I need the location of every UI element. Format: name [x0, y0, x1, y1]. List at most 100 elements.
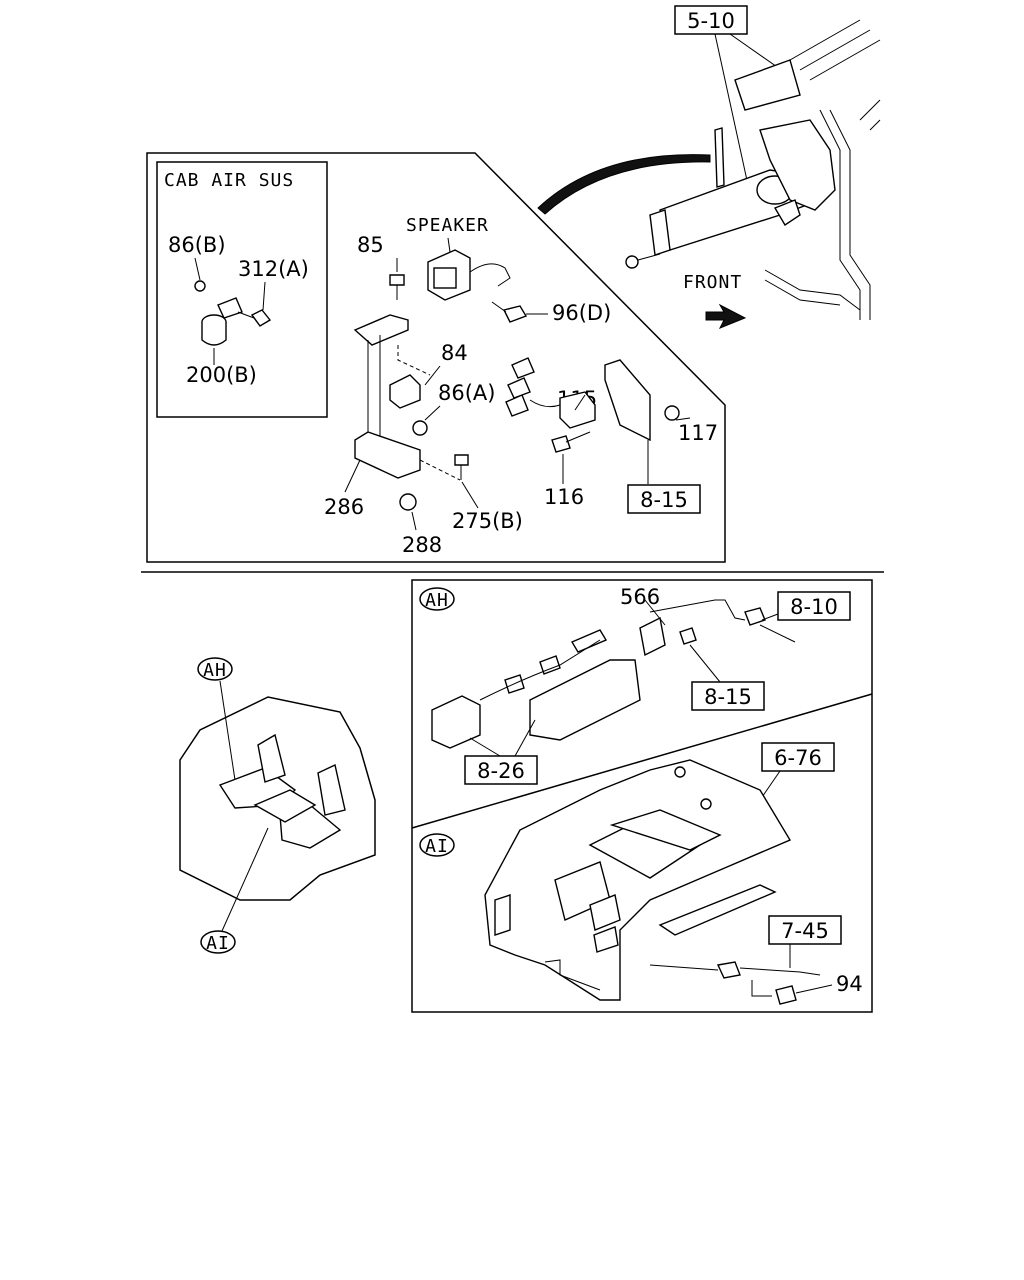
valve-assembly	[759, 119, 836, 211]
inset-title: CAB AIR SUS	[164, 170, 294, 191]
ref-8-15-ah-label: 8-15	[704, 685, 752, 709]
bracket-post	[367, 335, 381, 448]
center-console	[253, 789, 317, 823]
bolt-116	[551, 435, 571, 453]
label-86b: 86(B)	[168, 233, 226, 257]
chassis-view: 5-10 FRONT	[537, 5, 881, 329]
ref-5-10-label: 5-10	[687, 9, 735, 33]
nut-117	[664, 405, 680, 421]
cable	[479, 639, 601, 701]
ref-box-5-10	[674, 5, 748, 35]
ref-7-45-label: 7-45	[781, 919, 829, 943]
leader-line	[675, 417, 691, 421]
speaker-wire	[469, 263, 511, 287]
leader-line	[644, 599, 666, 626]
ref-box-8-26	[464, 755, 538, 785]
label-312a: 312(A)	[238, 257, 309, 281]
callout-ai-box	[419, 833, 455, 857]
leader-line	[689, 644, 721, 683]
cab-overview: AH AI	[179, 657, 376, 954]
leader-line	[649, 964, 719, 971]
ref-box-8-15	[627, 484, 701, 514]
bracket	[649, 209, 671, 256]
cab-body	[179, 696, 376, 901]
leader-line	[344, 459, 361, 493]
connector	[716, 961, 741, 979]
seat-back-left	[257, 733, 286, 783]
antenna-module	[431, 695, 481, 749]
bolt-94	[775, 985, 797, 1005]
label-566: 566	[620, 585, 660, 609]
leader-line	[424, 405, 441, 421]
detail-box-ah-ai: AH 566 8-10 8-15 8-26 AI 6-76 7-45 94	[411, 579, 873, 1013]
frame-rail	[789, 19, 881, 131]
bolt-shank	[237, 311, 255, 319]
bolt	[625, 255, 639, 269]
ref-box-6-76	[761, 742, 835, 772]
ref-8-15-label: 8-15	[640, 488, 688, 512]
leader-line	[262, 281, 266, 311]
hole	[674, 766, 686, 778]
front-arrow-icon	[705, 303, 747, 329]
ref-box-8-10	[777, 591, 851, 621]
screw-96d	[502, 305, 528, 323]
inset-bracket	[217, 297, 243, 319]
leader-line	[194, 257, 201, 281]
label-117: 117	[678, 421, 718, 445]
ref-box-8-15-ah	[691, 681, 765, 711]
ref-8-10-label: 8-10	[790, 595, 838, 619]
leader-line	[714, 33, 749, 186]
switch	[593, 926, 619, 953]
label-94: 94	[836, 972, 863, 996]
console-tray-inner	[609, 809, 722, 851]
ah-bracket	[639, 616, 666, 657]
label-275b: 275(B)	[452, 509, 523, 533]
callout-ah-label: AH	[203, 660, 227, 681]
leader-line	[221, 827, 269, 932]
ref-box-7-45	[768, 915, 842, 945]
connectors	[505, 357, 535, 417]
detail-divider	[411, 693, 873, 829]
callout-ah-box-label: AH	[425, 590, 449, 611]
leader-line	[795, 984, 833, 994]
air-pipe	[819, 109, 871, 320]
bolt-85-head	[389, 274, 405, 286]
bracket-arm	[714, 127, 725, 188]
ah-mount-plate	[529, 659, 641, 741]
cable-parts	[504, 629, 608, 694]
sensor-84	[389, 374, 421, 409]
label-116: 116	[544, 485, 584, 509]
bracket-base	[354, 431, 421, 479]
label-84: 84	[441, 341, 468, 365]
callout-ai-box-label: AI	[425, 836, 449, 857]
leader-line	[574, 394, 586, 411]
console-side	[494, 894, 511, 936]
console-rail	[658, 884, 777, 936]
callout-ai	[200, 930, 236, 954]
pointer-arrow	[537, 154, 711, 215]
bolt-shank	[637, 253, 661, 261]
label-200b: 200(B)	[186, 363, 257, 387]
leader-line	[469, 737, 501, 757]
switch	[589, 894, 621, 931]
leader-line	[514, 719, 536, 757]
label-86a: 86(A)	[438, 381, 495, 405]
label-286: 286	[324, 495, 364, 519]
seat-back-right	[317, 763, 346, 816]
nut-288	[399, 493, 417, 511]
leader-line	[219, 680, 236, 781]
leader-line	[411, 511, 417, 531]
detail-box	[411, 579, 873, 1013]
ref-6-76-label: 6-76	[774, 746, 822, 770]
console-edge	[544, 959, 601, 991]
harness-wire	[759, 624, 796, 643]
valve-200b	[201, 322, 227, 346]
nut-86a	[412, 420, 428, 436]
inset-box	[156, 161, 328, 418]
tank-block	[734, 59, 801, 111]
fitting	[773, 199, 801, 226]
bolt-312a	[250, 309, 272, 327]
air-pipe	[764, 269, 861, 311]
leader-line	[424, 365, 441, 386]
